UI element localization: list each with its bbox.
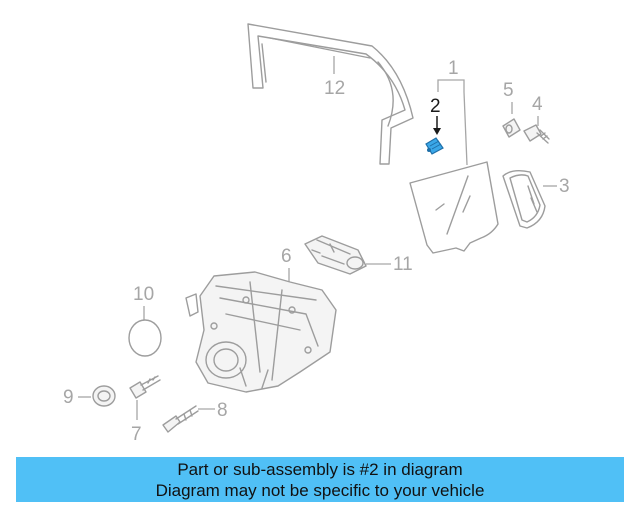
part-8-clip[interactable] (162, 405, 199, 433)
callout-12: 12 (324, 78, 345, 99)
part-7-bolt[interactable] (129, 375, 161, 399)
part-10-seal[interactable] (128, 319, 162, 357)
part-1-door-glass[interactable] (409, 161, 499, 254)
banner-line-1: Part or sub-assembly is #2 in diagram (177, 460, 463, 479)
callout-9: 9 (63, 387, 74, 408)
part-5-grommet[interactable] (502, 118, 521, 138)
callout-5: 5 (503, 80, 514, 101)
callout-2: 2 (430, 96, 441, 117)
part-12-window-run[interactable] (247, 23, 414, 165)
part-2-fastener-highlighted[interactable] (425, 137, 444, 155)
callout-7: 7 (131, 424, 142, 445)
part-11-window-motor[interactable] (304, 235, 367, 275)
callout-6: 6 (281, 246, 292, 267)
callout-10: 10 (133, 284, 154, 305)
part-9-plug[interactable] (92, 385, 116, 407)
callout-1: 1 (448, 58, 459, 79)
info-banner: Part or sub-assembly is #2 in diagram Di… (16, 457, 624, 502)
callout-8: 8 (217, 400, 228, 421)
part-6-window-regulator[interactable] (185, 271, 337, 393)
parts-diagram: 12 1 2 5 4 3 11 (63, 23, 570, 445)
part-4-screw[interactable] (523, 124, 550, 144)
callout-11: 11 (393, 254, 413, 275)
callout-4: 4 (532, 94, 543, 115)
callout-3: 3 (559, 176, 570, 197)
part-3-quarter-glass[interactable] (502, 169, 546, 229)
banner-line-2: Diagram may not be specific to your vehi… (155, 481, 485, 500)
